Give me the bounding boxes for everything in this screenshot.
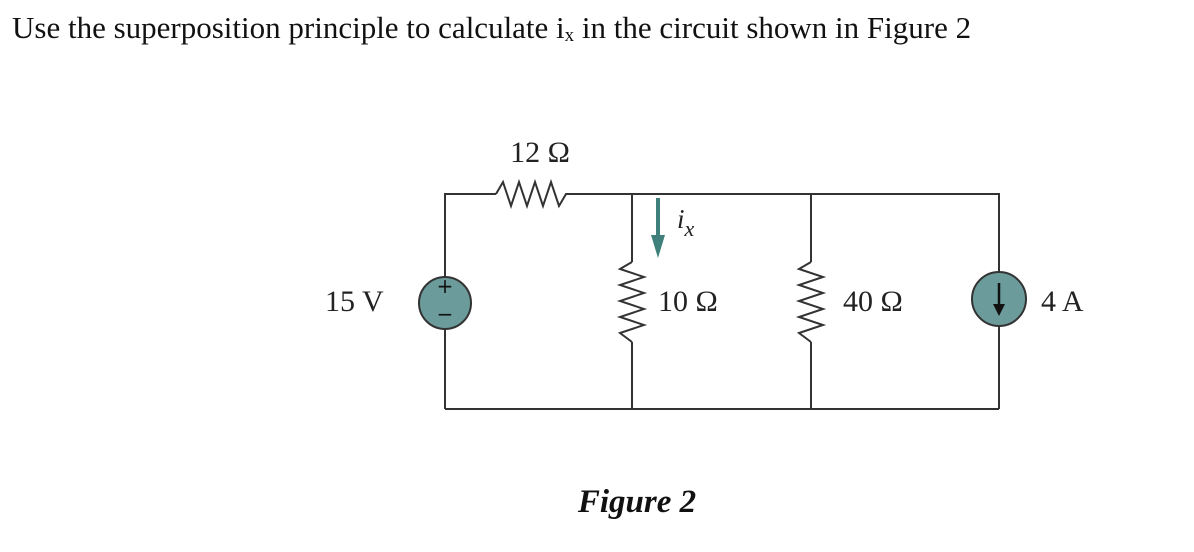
question-text: Use the superposition principle to calcu… — [12, 6, 971, 50]
voltage-plus-sign: + — [437, 274, 454, 298]
question-text-end: in the circuit shown in Figure 2 — [574, 10, 972, 45]
current-source-arrow-icon — [993, 304, 1005, 316]
resistor-40-symbol — [795, 261, 827, 343]
resistor-40-label: 40 Ω — [843, 285, 903, 318]
ix-label: ix — [677, 204, 695, 241]
ix-label-main: i — [677, 204, 685, 234]
resistor-12-symbol — [495, 178, 570, 210]
question-text-start: Use the superposition principle to calcu… — [12, 10, 565, 45]
wire-top-main — [570, 193, 1000, 272]
ix-arrow-icon — [651, 198, 665, 258]
figure-caption: Figure 2 — [577, 484, 696, 520]
ix-label-sub: x — [684, 216, 695, 241]
voltage-source-label: 15 V — [325, 285, 384, 318]
circuit-wires — [444, 193, 1000, 410]
resistor-10-symbol — [616, 261, 648, 343]
question-subscript: x — [564, 25, 575, 46]
voltage-source-circle — [418, 276, 472, 330]
resistor-10-label: 10 Ω — [658, 285, 718, 318]
current-source — [971, 271, 1027, 327]
current-source-label: 4 A — [1041, 285, 1084, 318]
voltage-minus-sign: − — [437, 302, 454, 326]
resistor-12-label: 12 Ω — [510, 136, 570, 169]
voltage-source: + − — [418, 274, 472, 330]
wire-left-top — [444, 193, 496, 279]
